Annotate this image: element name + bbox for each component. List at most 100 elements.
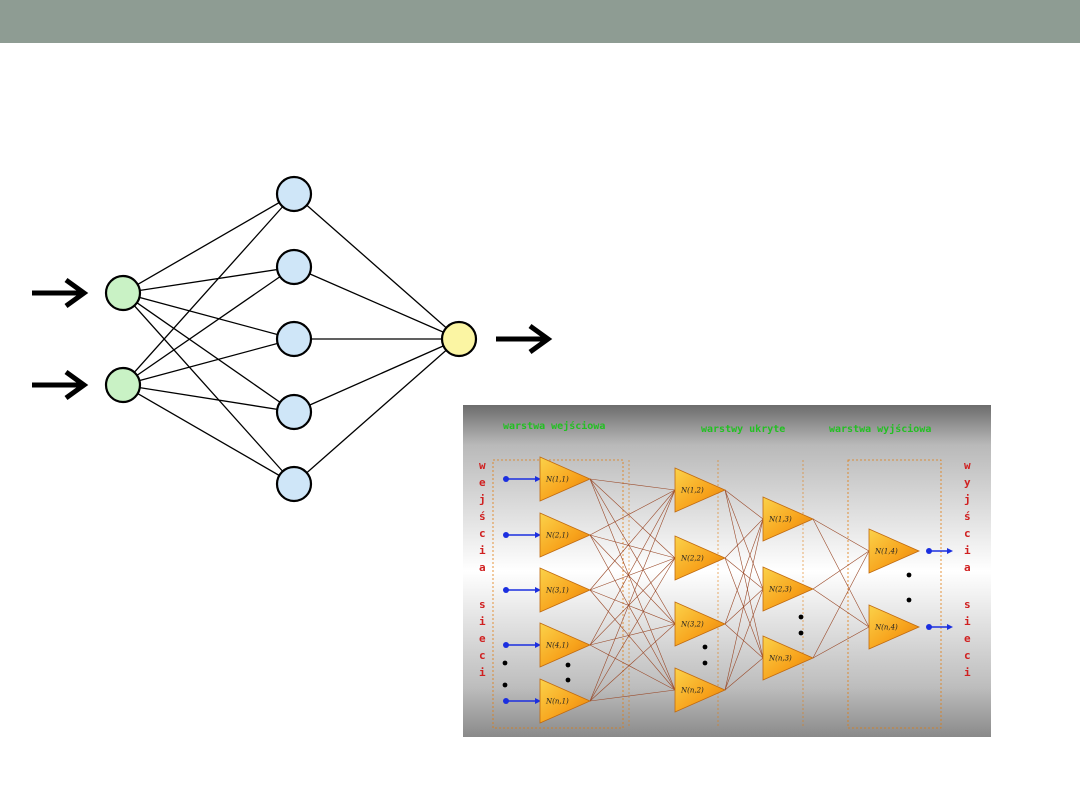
ellipsis-dot — [502, 660, 508, 666]
figure-connection — [589, 478, 676, 625]
ellipsis-dot — [565, 662, 571, 668]
figure-neurons: N(1,1)N(2,1)N(3,1)N(4,1)N(n,1)N(1,2)N(2,… — [539, 456, 920, 724]
figure-connection — [812, 626, 870, 659]
connection-line — [293, 338, 460, 413]
left-side-letter: c — [479, 527, 486, 540]
neuron-triangle — [539, 512, 591, 558]
hidden-node-4 — [275, 393, 313, 431]
neuron-label: N(1,1) — [545, 476, 569, 484]
connection-line — [122, 266, 295, 294]
figure-connection — [812, 550, 870, 659]
left-side-letter: a — [479, 561, 486, 574]
input-arrow-1-icon — [32, 277, 89, 309]
figure-connection — [589, 478, 676, 691]
figure-connection — [812, 550, 870, 590]
right-side-letter: ś — [964, 510, 971, 523]
figure-input-arrowhead — [535, 532, 541, 538]
figure-connection — [812, 518, 870, 552]
figure-connection — [589, 489, 676, 591]
figure-connection — [724, 557, 764, 659]
figure-connection — [724, 588, 764, 625]
neuron-triangle — [762, 566, 814, 612]
connection-lines — [122, 193, 460, 485]
left-side-letter: i — [479, 666, 486, 679]
neuron-label: N(1,2) — [680, 487, 704, 495]
input-layer-header: warstwa wejściowa — [503, 420, 605, 432]
hidden-node-2 — [275, 248, 313, 286]
neuron-triangle — [674, 667, 726, 713]
left-side-letter: c — [479, 649, 486, 662]
ellipsis-dot — [906, 597, 912, 603]
figure-connection — [589, 644, 676, 691]
figure-input-dot — [503, 642, 509, 648]
figure-input-arrowhead — [535, 476, 541, 482]
figure-connection — [589, 557, 676, 591]
figure-connection — [724, 518, 764, 691]
neuron-label: N(n,3) — [768, 655, 792, 663]
top-title-bar — [0, 0, 1080, 43]
figure-input-dot — [503, 587, 509, 593]
hidden-node-5 — [275, 465, 313, 503]
figure-connection — [724, 588, 764, 691]
figure-connection — [589, 589, 676, 691]
figure-connection — [812, 518, 870, 628]
ellipsis-dot — [502, 682, 508, 688]
left-side-letter: i — [479, 615, 486, 628]
figure-input-dot — [503, 698, 509, 704]
connection-line — [122, 384, 295, 413]
figure-connection — [812, 588, 870, 628]
figure-connection — [589, 534, 676, 625]
right-side-letter: i — [964, 544, 971, 557]
figure-output-arrowhead — [947, 548, 953, 554]
left-side-letter: j — [479, 493, 486, 506]
connection-line — [122, 292, 295, 340]
right-side-letter: s — [964, 598, 971, 611]
connection-line — [122, 193, 295, 386]
right-side-letter: e — [964, 632, 971, 645]
neuron-label: N(2,2) — [680, 555, 704, 563]
figure-connection — [589, 557, 676, 702]
neuron-label: N(2,1) — [545, 532, 569, 540]
neuron-label: N(1,4) — [874, 548, 898, 556]
right-side-letter: i — [964, 615, 971, 628]
input-node-1 — [104, 274, 142, 312]
left-side-letter: w — [479, 459, 486, 472]
hidden-layers-header: warstwy ukryte — [701, 424, 785, 435]
figure-connection — [724, 489, 764, 590]
output-node — [440, 320, 478, 358]
multilayer-network-figure: warstwa wejściowa warstwy ukryte warstwa… — [463, 405, 991, 737]
neuron-triangle — [539, 456, 591, 502]
neuron-label: N(n,4) — [874, 624, 898, 632]
neuron-label: N(3,1) — [545, 587, 569, 595]
figure-input-dot — [503, 532, 509, 538]
connection-line — [122, 292, 295, 413]
left-side-letter: e — [479, 476, 486, 489]
neuron-triangle — [674, 535, 726, 581]
ellipsis-dot — [906, 572, 912, 578]
figure-connection — [724, 623, 764, 659]
figure-connection — [589, 623, 676, 702]
figure-connection — [724, 518, 764, 625]
figure-input-arrowhead — [535, 587, 541, 593]
ellipsis-dot — [565, 677, 571, 683]
figure-connection — [589, 478, 676, 491]
right-side-letter: c — [964, 527, 971, 540]
figure-connection — [589, 689, 676, 702]
neuron-triangle — [868, 528, 920, 574]
ellipsis-dot — [798, 614, 804, 620]
figure-connection — [724, 518, 764, 559]
input-arrow-2-icon — [32, 369, 89, 401]
hidden-node-1 — [275, 175, 313, 213]
neuron-triangle — [762, 496, 814, 542]
figure-connection — [724, 489, 764, 520]
network-nodes — [104, 175, 478, 503]
connection-line — [293, 193, 460, 340]
right-side-letter: a — [964, 561, 971, 574]
figure-connection — [589, 557, 676, 646]
input-layer-frame — [492, 459, 624, 729]
connection-line — [122, 338, 295, 386]
neuron-label: N(n,2) — [680, 687, 704, 695]
figure-ellipsis-dots — [502, 572, 912, 688]
